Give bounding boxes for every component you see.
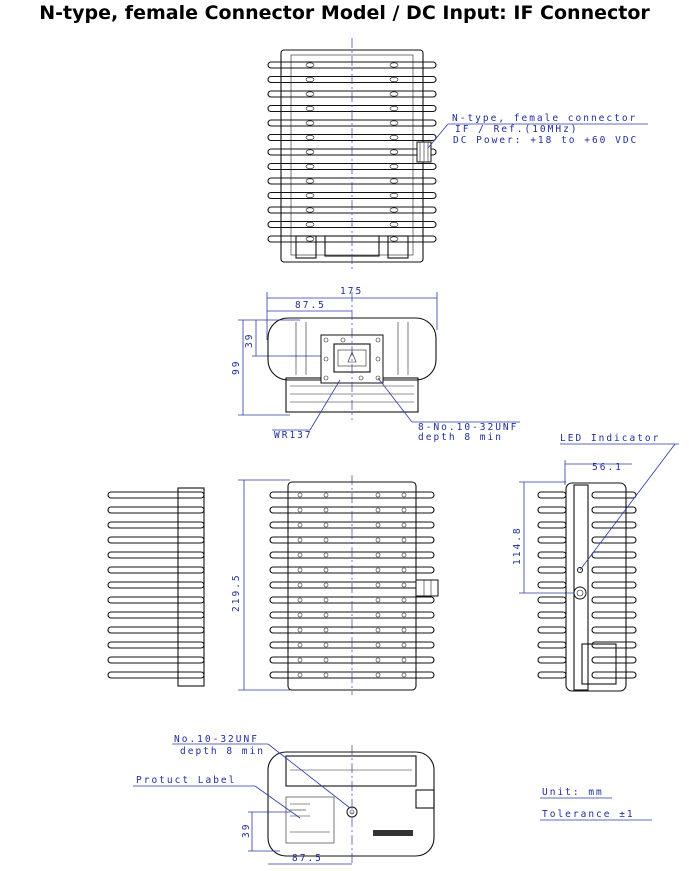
dim-height-99: 99	[231, 360, 242, 375]
label-led-indicator: LED Indicator	[560, 433, 660, 444]
label-screws-line-1: 8-No.10-32UNF	[418, 422, 518, 433]
heatsink-fin	[591, 611, 637, 619]
note-unit: Unit: mm	[542, 787, 604, 798]
heatsink-fin	[591, 521, 637, 529]
dim-flange-39: 39	[244, 333, 255, 348]
heatsink-fin	[107, 581, 205, 589]
heatsink-fin	[591, 506, 637, 514]
label-screw-line-2: depth 8 min	[180, 746, 265, 757]
heatsink-fin	[591, 536, 637, 544]
heatsink-fin	[591, 671, 637, 679]
top-view	[267, 38, 437, 272]
heatsink-fin	[537, 596, 567, 604]
note-tolerance: Tolerance ±1	[542, 809, 635, 820]
notes: Unit: mm Tolerance ±1	[540, 787, 652, 821]
label-wr137: WR137	[274, 430, 313, 441]
barcode-icon	[373, 830, 413, 836]
heatsink-fin	[107, 596, 205, 604]
callout-line-1: N-type, female connector	[452, 113, 637, 124]
right-view: 56.1 114.8 LED Indicator	[512, 433, 679, 692]
heatsink-fin	[537, 641, 567, 649]
heatsink-fin	[107, 551, 205, 559]
product-label-plate	[285, 796, 335, 844]
heatsink-fin	[591, 551, 637, 559]
heatsink-fin	[107, 671, 205, 679]
heatsink-fin	[537, 566, 567, 574]
connector-icon	[573, 586, 587, 600]
dim-led-y: 114.8	[512, 526, 523, 565]
dim-length-219-5: 219.5	[231, 573, 242, 612]
dim-half-width-87-5: 87.5	[295, 300, 326, 311]
connector-icon	[415, 579, 439, 597]
front-view: 175 87.5 99 39	[231, 286, 520, 443]
heatsink-fin	[537, 506, 567, 514]
heatsink-fin	[107, 641, 205, 649]
connector-callout: N-type, female connector IF / Ref.(10MHz…	[427, 113, 648, 149]
heatsink-fin	[537, 536, 567, 544]
middle-view: 219.5	[231, 475, 439, 695]
heatsink-fin	[269, 521, 435, 529]
dim-bottom-half-width: 87.5	[292, 853, 323, 864]
label-screw-line-1: No.10-32UNF	[174, 734, 259, 745]
heatsink-fin	[107, 611, 205, 619]
heatsink-fin	[537, 656, 567, 664]
heatsink-fin	[537, 626, 567, 634]
heatsink-fin	[269, 611, 435, 619]
heatsink-fin	[537, 521, 567, 529]
page-title: N-type, female Connector Model / DC Inpu…	[39, 2, 650, 24]
dim-led-x: 56.1	[592, 462, 623, 473]
heatsink-fin	[591, 626, 637, 634]
heatsink-fin	[591, 656, 637, 664]
heatsink-fin	[107, 626, 205, 634]
heatsink-fin	[591, 596, 637, 604]
dim-bottom-height: 39	[241, 823, 252, 838]
heatsink-fin	[591, 566, 637, 574]
callout-line-3: DC Power: +18 to +60 VDC	[453, 135, 638, 146]
left-side-view	[107, 487, 205, 687]
dim-width-175: 175	[340, 286, 363, 297]
heatsink-fin	[537, 611, 567, 619]
heatsink-fin	[107, 506, 205, 514]
heatsink-fin	[591, 491, 637, 499]
heatsink-fin	[107, 536, 205, 544]
heatsink-fin	[537, 551, 567, 559]
heatsink-fin	[107, 566, 205, 574]
heatsink-fin	[537, 491, 567, 499]
heatsink-fin	[537, 581, 567, 589]
heatsink-fin	[537, 671, 567, 679]
heatsink-fin	[591, 581, 637, 589]
heatsink-fin	[591, 641, 637, 649]
heatsink-fin	[267, 191, 437, 200]
bottom-view: 39 87.5 No.10-32UNF depth 8 min Protuct …	[133, 734, 435, 865]
label-product: Protuct Label	[136, 775, 236, 786]
callout-line-2: IF / Ref.(10MHz)	[455, 124, 579, 135]
heatsink-fin	[107, 521, 205, 529]
heatsink-fin	[107, 491, 205, 499]
label-screws-line-2: depth 8 min	[418, 432, 503, 443]
heatsink-fin	[107, 656, 205, 664]
